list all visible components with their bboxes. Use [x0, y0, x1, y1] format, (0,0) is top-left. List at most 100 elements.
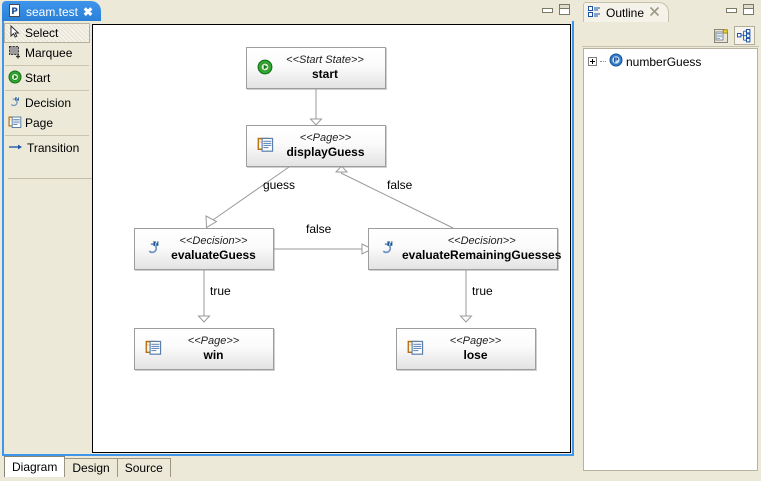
palette-item-select[interactable]: Select: [4, 23, 90, 43]
node-text: <<Page>> win: [168, 335, 273, 364]
outline-icon: [588, 5, 601, 21]
palette-item-label: Marquee: [25, 46, 73, 60]
edge-label-false-decision: false: [306, 222, 332, 236]
tree-hierarchy-icon[interactable]: [734, 26, 755, 45]
outline-toolbar-buttons: [711, 26, 755, 45]
palette-item-label: Transition: [27, 141, 80, 155]
edge-label-guess: guess: [263, 178, 296, 192]
node-name: displayGuess: [286, 145, 365, 160]
svg-text:?: ?: [15, 96, 18, 102]
node-text: <<Page>> displayGuess: [280, 132, 385, 161]
palette-item-transition[interactable]: Transition: [4, 138, 90, 158]
svg-text:P: P: [613, 57, 618, 65]
decision-icon: ?: [379, 239, 396, 259]
node-stereotype: <<Page>>: [299, 131, 352, 144]
svg-text:?: ?: [154, 239, 158, 247]
editor-window-buttons: [541, 4, 570, 15]
diagram-node-lose[interactable]: <<Page>> lose: [396, 328, 536, 370]
diagram-canvas[interactable]: <<Start State>> start <<Page>>: [92, 24, 571, 453]
palette-item-label: Page: [25, 116, 54, 130]
tab-source[interactable]: Source: [116, 458, 171, 477]
palette-item-decision[interactable]: ? Decision: [4, 93, 90, 113]
svg-text:?: ?: [388, 239, 392, 247]
tree-connector: [600, 60, 606, 63]
palette-separator: [5, 65, 89, 66]
svg-text:P: P: [11, 7, 18, 17]
diagram-node-evaluateguess[interactable]: ? <<Decision>> evaluateGuess: [134, 228, 274, 270]
page-icon: [8, 115, 22, 132]
node-stereotype: <<Start State>>: [286, 53, 364, 66]
decision-icon: ?: [145, 239, 162, 259]
tab-diagram[interactable]: Diagram: [4, 456, 66, 477]
node-name: evaluateGuess: [171, 248, 256, 263]
outline-tab-label: Outline: [606, 5, 645, 20]
palette-item-label: Start: [25, 71, 51, 85]
node-text: <<Decision>> evaluateGuess: [168, 235, 273, 264]
arrowhead-lose-top: [459, 315, 473, 323]
page-icon: [145, 339, 162, 359]
editor-tab-row: P seam.test ✖: [0, 0, 578, 22]
node-name: lose: [463, 348, 488, 363]
palette: Select Marquee: [4, 23, 94, 454]
outline-tab-row: Outline: [580, 0, 761, 22]
diagram-node-evaluateremainingguesses[interactable]: ? <<Decision>> evaluateRemainingGuesses: [368, 228, 561, 270]
close-icon[interactable]: ✖: [83, 4, 94, 19]
minimize-icon[interactable]: [725, 5, 737, 14]
node-name: start: [311, 67, 338, 82]
outline-toolbar: [582, 24, 759, 47]
palette-item-start[interactable]: Start: [4, 68, 90, 88]
editor-part: P seam.test ✖ Select: [0, 0, 578, 477]
maximize-icon[interactable]: [743, 4, 754, 15]
maximize-icon[interactable]: [559, 4, 570, 15]
close-icon[interactable]: [649, 6, 660, 20]
arrowhead-win-top: [197, 315, 211, 323]
palette-item-marquee[interactable]: Marquee: [4, 43, 90, 63]
tree-item-label: numberGuess: [626, 54, 702, 69]
node-text: <<Start State>> start: [279, 54, 385, 83]
diagram-node-displayguess[interactable]: <<Page>> displayGuess: [246, 125, 386, 167]
node-stereotype: <<Decision>>: [447, 234, 516, 247]
tab-label: seam.test: [26, 4, 79, 19]
node-stereotype: <<Decision>>: [179, 234, 248, 247]
node-stereotype: <<Page>>: [187, 334, 240, 347]
expand-icon[interactable]: [588, 57, 597, 66]
cursor-arrow-icon: [8, 24, 22, 42]
tab-outline[interactable]: Outline: [583, 2, 670, 22]
marquee-icon: [8, 45, 22, 62]
diagram-node-start[interactable]: <<Start State>> start: [246, 47, 386, 89]
outline-tree[interactable]: P numberGuess: [583, 48, 758, 471]
node-text: <<Decision>> evaluateRemainingGuesses: [402, 234, 570, 264]
decision-icon: ?: [8, 95, 22, 112]
outline-part: Outline: [580, 0, 761, 481]
arrow-right-icon: [8, 140, 24, 157]
diagram-node-win[interactable]: <<Page>> win: [134, 328, 274, 370]
node-text: <<Page>> lose: [430, 335, 535, 364]
palette-separator: [5, 135, 89, 136]
green-play-icon: [8, 70, 22, 87]
node-name: evaluateRemainingGuesses: [402, 248, 562, 263]
page-icon: [257, 136, 274, 156]
process-blue-icon: P: [609, 53, 623, 70]
page-icon: [407, 339, 424, 359]
palette-item-page[interactable]: Page: [4, 113, 90, 133]
arrowhead-evaluateguess-top: [205, 215, 218, 229]
overview-page-icon[interactable]: [711, 26, 732, 45]
palette-border: [8, 46, 94, 179]
node-name: win: [203, 348, 224, 363]
palette-item-label: Decision: [25, 96, 72, 110]
palette-separator: [5, 90, 89, 91]
process-file-icon: P: [8, 3, 21, 20]
tab-seam-test[interactable]: P seam.test ✖: [2, 1, 102, 22]
wire-displayguess-evaluateguess: [209, 166, 290, 223]
green-play-icon: [257, 59, 273, 78]
node-stereotype: <<Page>>: [449, 334, 502, 347]
tree-item-numberguess[interactable]: P numberGuess: [588, 53, 757, 70]
tab-design[interactable]: Design: [64, 458, 118, 477]
edge-label-false-return: false: [387, 178, 413, 192]
palette-item-label: Select: [25, 26, 59, 40]
minimize-icon[interactable]: [541, 5, 553, 14]
edge-label-true-lose: true: [472, 284, 493, 298]
editor-bottom-tabs: Diagram Design Source: [4, 455, 171, 477]
edge-label-true-win: true: [210, 284, 231, 298]
